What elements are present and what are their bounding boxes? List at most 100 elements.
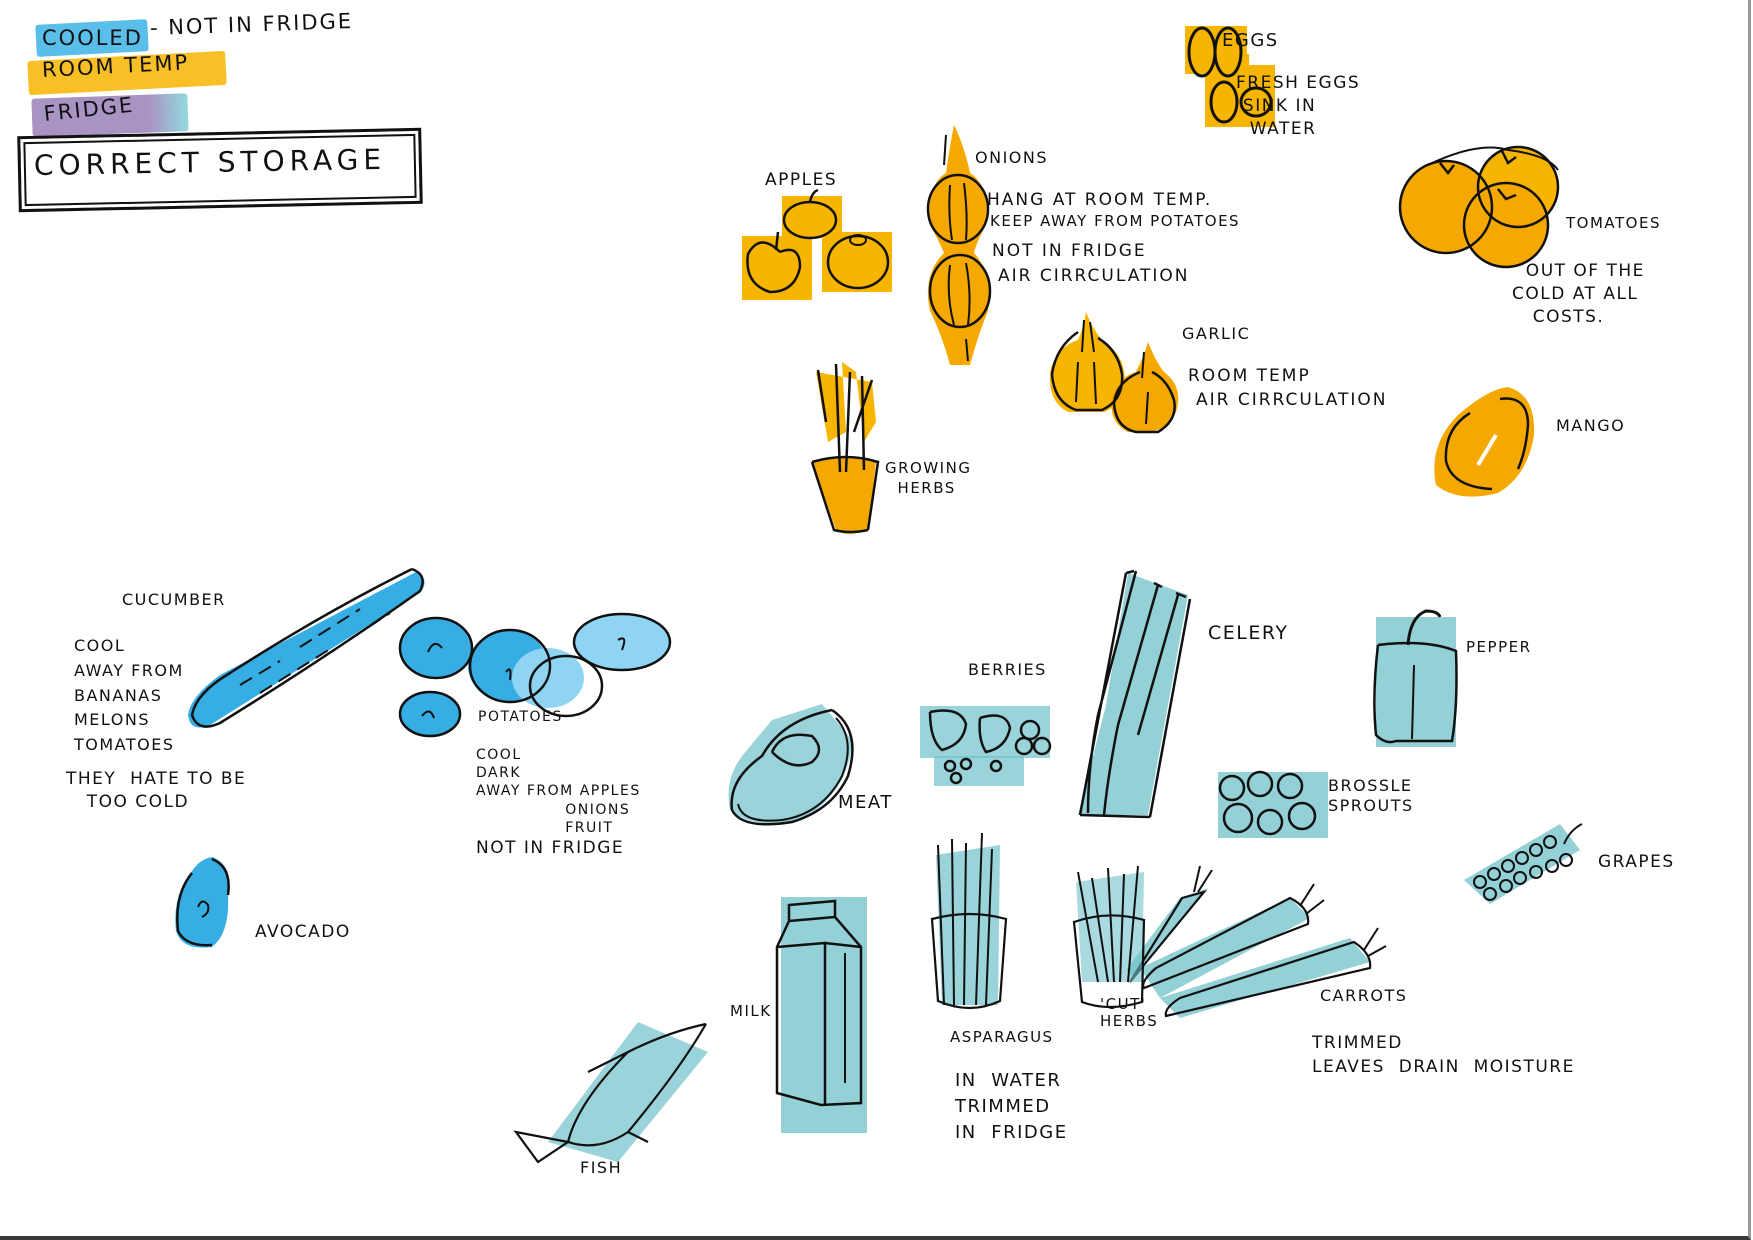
asparagus-illustration xyxy=(930,832,1008,1010)
onions-note-1: HANG AT ROOM TEMP. xyxy=(987,190,1213,210)
potato xyxy=(468,628,552,704)
celery-illustration xyxy=(1078,569,1192,819)
garlic-bulb xyxy=(1112,370,1176,434)
potatoes-label: POTATOES xyxy=(478,709,563,725)
cut-herbs-label: 'CUT' HERBS xyxy=(1100,995,1159,1030)
page-title: CORRECT STORAGE xyxy=(33,142,387,182)
carrots-label: CARROTS xyxy=(1320,986,1408,1005)
garlic-illustration xyxy=(1049,312,1179,434)
apples-illustration xyxy=(742,188,892,300)
garlic-note-1: ROOM TEMP xyxy=(1188,366,1311,386)
tomato xyxy=(1476,145,1560,229)
carrots-notes: TRIMMED LEAVES DRAIN MOISTURE xyxy=(1312,1033,1575,1077)
mango-illustration xyxy=(1434,387,1535,497)
berries-illustration xyxy=(920,706,1052,786)
egg xyxy=(1213,26,1243,78)
berries-label: BERRIES xyxy=(968,660,1047,679)
cucumber-notes: COOL AWAY FROM BANANAS MELONS TOMATOES xyxy=(74,636,184,755)
grape xyxy=(1529,865,1543,879)
pepper-illustration xyxy=(1373,609,1458,747)
grape xyxy=(1515,851,1529,865)
cucumber-label: CUCUMBER xyxy=(122,590,226,609)
grape xyxy=(1501,859,1515,873)
potato xyxy=(398,616,474,680)
legend-label-cooled: COOLED xyxy=(42,26,143,50)
pepper-label: PEPPER xyxy=(1466,638,1532,656)
cut-herbs-illustration xyxy=(1072,865,1146,1009)
onion xyxy=(926,173,990,245)
tomatoes-label: TOMATOES xyxy=(1566,214,1661,232)
carrot xyxy=(1129,890,1208,983)
garlic-bulb xyxy=(1050,330,1124,412)
pepper-outline xyxy=(1373,641,1458,744)
potatoes-illustration xyxy=(398,612,672,738)
potatoes-notes: COOL DARK AWAY FROM APPLES ONIONS FRUIT xyxy=(476,747,641,836)
glass xyxy=(1072,914,1146,1009)
grape xyxy=(1529,843,1543,857)
sprout xyxy=(1246,770,1274,798)
grape xyxy=(1543,835,1557,849)
onions-note-3: NOT IN FRIDGE xyxy=(992,241,1147,261)
potato xyxy=(572,612,672,672)
grapes-illustration xyxy=(1464,823,1583,904)
carrots-illustration xyxy=(1126,865,1387,1018)
fish-label: FISH xyxy=(580,1158,623,1177)
onions-label: ONIONS xyxy=(975,148,1048,167)
growing-herbs-illustration xyxy=(810,362,880,534)
fish-outline xyxy=(513,1022,707,1164)
apples-label: APPLES xyxy=(765,170,838,190)
sprout xyxy=(1276,772,1304,800)
potatoes-note-2: NOT IN FRIDGE xyxy=(476,838,625,858)
celery-stalk xyxy=(1078,569,1192,819)
cucumber-outline xyxy=(190,567,424,728)
asparagus-label: ASPARAGUS xyxy=(950,1028,1054,1046)
onions-illustration xyxy=(926,125,992,365)
blueberry xyxy=(1014,736,1034,756)
sprout xyxy=(1287,801,1317,831)
meat-outline xyxy=(730,708,854,826)
herb-stem xyxy=(816,363,874,473)
milk-carton xyxy=(775,899,863,1107)
grape xyxy=(1473,875,1487,889)
milk-label: MILK xyxy=(730,1002,772,1020)
grape xyxy=(1499,879,1513,893)
onions-note-2: KEEP AWAY FROM POTATOES xyxy=(990,212,1241,230)
glass xyxy=(930,912,1008,1010)
meat-illustration xyxy=(728,704,854,826)
sprout xyxy=(1222,802,1254,834)
growing-herbs-label: GROWING HERBS xyxy=(885,459,972,498)
apple xyxy=(746,241,802,294)
strawberry xyxy=(928,709,968,752)
avocado-illustration xyxy=(175,857,230,948)
grape xyxy=(1545,859,1559,873)
potato xyxy=(528,654,604,718)
sprouts-illustration xyxy=(1218,770,1328,838)
avocado-outline xyxy=(176,857,230,947)
cucumber-note-2: THEY HATE TO BE TOO COLD xyxy=(66,769,247,812)
carrot xyxy=(1164,940,1372,1018)
avocado-label: AVOCADO xyxy=(255,922,351,942)
garlic-note-2: AIR CIRRCULATION xyxy=(1196,390,1388,410)
flower-pot xyxy=(810,455,880,534)
asparagus-spears xyxy=(937,832,993,1006)
mango-label: MANGO xyxy=(1556,416,1626,435)
grape xyxy=(1513,871,1527,885)
celery-label: CELERY xyxy=(1208,622,1289,644)
legend-label-cooled-suffix: - NOT IN FRIDGE xyxy=(149,8,354,40)
fish-illustration xyxy=(513,1022,708,1164)
strawberry xyxy=(978,714,1012,754)
blueberry xyxy=(1032,736,1052,756)
garlic-label: GARLIC xyxy=(1182,324,1251,343)
tomatoes-illustration xyxy=(1398,145,1560,269)
sprout xyxy=(1256,808,1284,836)
grapes-label: GRAPES xyxy=(1598,852,1675,872)
eggs-note: FRESH EGGS SINK IN WATER xyxy=(1236,73,1361,139)
tomatoes-note: OUT OF THE COLD AT ALL COSTS. xyxy=(1512,261,1645,327)
cucumber-illustration xyxy=(188,567,425,728)
tomato xyxy=(1462,181,1550,269)
asparagus-notes: IN WATER TRIMMED IN FRIDGE xyxy=(955,1070,1068,1144)
sprouts-label: BROSSLE SPROUTS xyxy=(1328,776,1414,815)
mango-outline xyxy=(1444,397,1530,491)
onion xyxy=(928,253,992,329)
